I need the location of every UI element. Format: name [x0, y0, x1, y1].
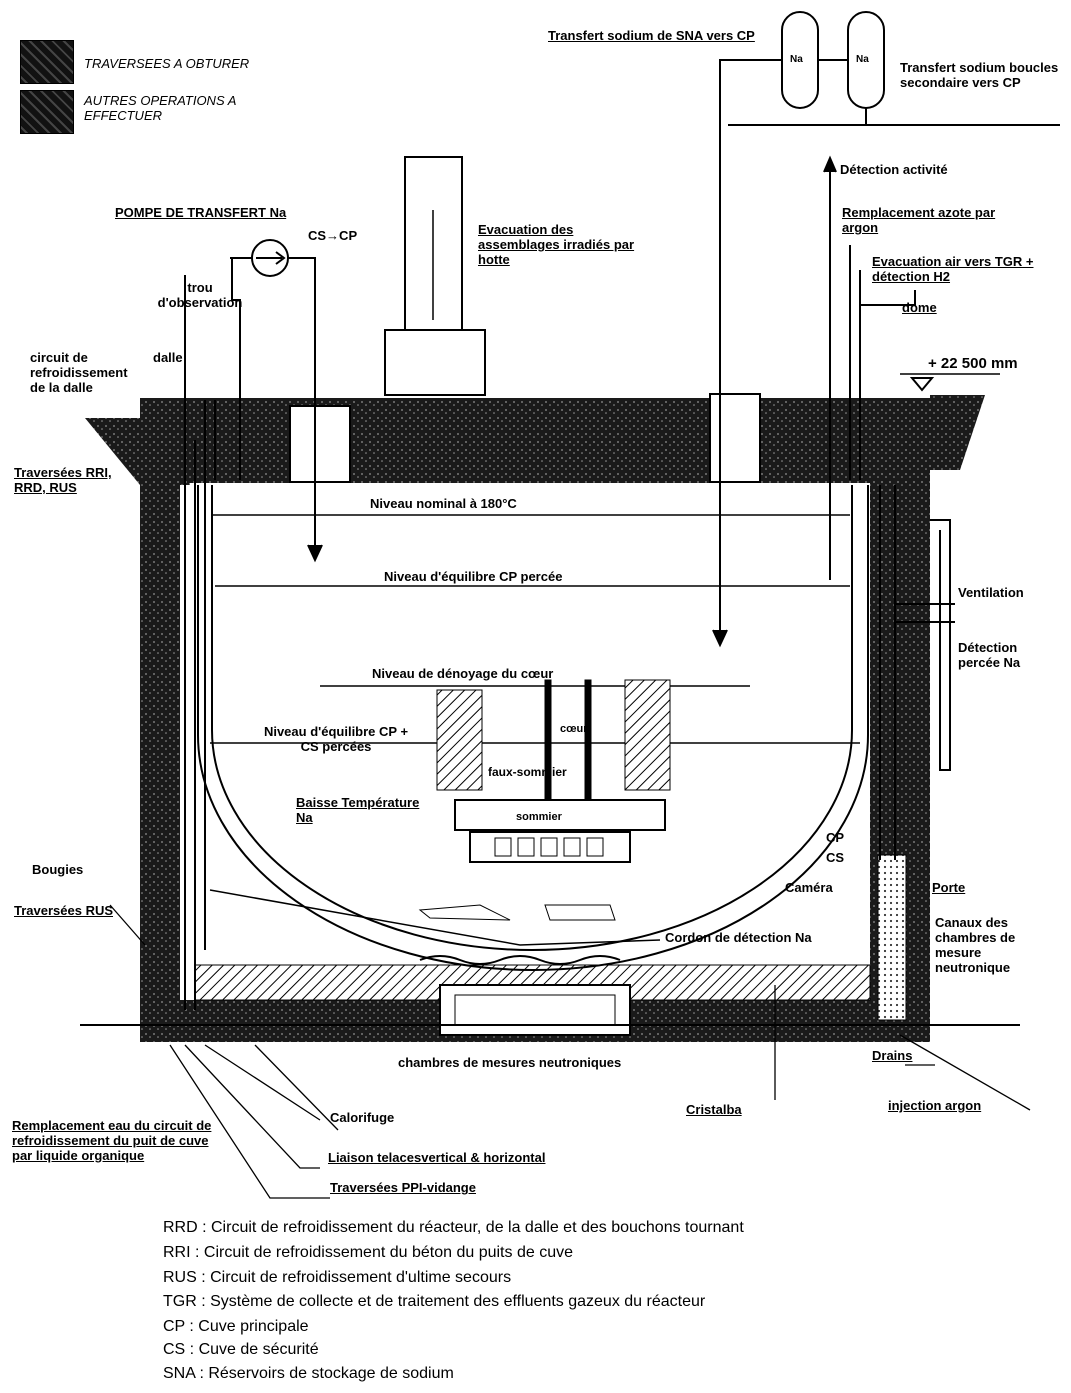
label-traversees-rus: Traversées RUS: [14, 903, 114, 918]
label-remplacement-eau: Remplacement eau du circuit de refroidis…: [12, 1118, 212, 1163]
label-camera: Caméra: [785, 880, 833, 895]
label-cristalba: Cristalba: [686, 1102, 742, 1117]
label-baisse-temp: Baisse Température Na: [296, 795, 420, 825]
detection-cord: [419, 955, 621, 965]
abbr-sna: SNA : Réservoirs de stockage de sodium: [163, 1365, 454, 1382]
label-liaison: Liaison telacesvertical & horizontal: [328, 1150, 546, 1165]
label-faux-sommier: faux-sommier: [488, 765, 567, 779]
cord-arrow: [209, 889, 661, 946]
label-sommier: sommier: [516, 811, 562, 823]
label-remplacement-azote: Remplacement azote par argon: [842, 205, 996, 235]
label-canaux: Canaux des chambres de mesure neutroniqu…: [935, 915, 1016, 975]
legend-traversees: TRAVERSEES A OBTURER: [84, 56, 250, 71]
label-detection-activite: Détection activité: [840, 162, 948, 177]
abbr-rrd: RRD : Circuit de refroidissement du réac…: [163, 1219, 744, 1236]
leader-lines: [109, 904, 1031, 1199]
left-pipes: [184, 275, 216, 1010]
legend-swatch-traversees: [20, 40, 74, 84]
abbr-cs: CS : Cuve de sécurité: [163, 1341, 319, 1358]
label-coeur: cœur: [560, 723, 588, 735]
label-drains: Drains: [872, 1048, 913, 1063]
label-niveau-denoyage: Niveau de dénoyage du cœur: [372, 666, 554, 681]
label-evacuation-air: Evacuation air vers TGR + détection H2: [872, 254, 1034, 284]
label-niveau-equilibre-cp: Niveau d'équilibre CP percée: [384, 569, 563, 584]
abbr-rri: RRI : Circuit de refroidissement du béto…: [163, 1244, 573, 1261]
label-traversees-rri: Traversées RRI, RRD, RUS: [14, 465, 112, 495]
abbr-tgr: TGR : Système de collecte et de traiteme…: [163, 1293, 706, 1310]
transfer-pump: [230, 239, 323, 563]
label-ventilation: Ventilation: [958, 585, 1024, 600]
abbr-rus: RUS : Circuit de refroidissement d'ultim…: [163, 1269, 512, 1286]
legend-operations: AUTRES OPERATIONS A EFFECTUER: [84, 93, 236, 123]
abbr-cp: CP : Cuve principale: [163, 1318, 309, 1335]
label-calorifuge: Calorifuge: [330, 1110, 395, 1125]
label-cp: CP: [826, 830, 845, 845]
legend-swatch-operations: [20, 90, 74, 134]
label-cs-cp: CS→CP: [308, 228, 358, 243]
vessels: [197, 485, 869, 971]
core: [418, 679, 671, 921]
label-na-2: Na: [856, 54, 869, 65]
label-porte: Porte: [932, 880, 966, 895]
label-circuit-dalle: circuit de refroidissement de la dalle: [30, 350, 128, 395]
label-pompe: POMPE DE TRANSFERT Na: [115, 205, 287, 220]
label-cordon: Cordon de détection Na: [665, 930, 812, 945]
label-niveau-nominal: Niveau nominal à 180°C: [370, 496, 517, 511]
label-na-1: Na: [790, 54, 803, 65]
elevation-marker: [909, 377, 935, 392]
sna-tanks: [712, 11, 1060, 648]
label-chambres: chambres de mesures neutroniques: [398, 1055, 622, 1070]
label-transfert-boucles: Transfert sodium boucles secondaire vers…: [900, 60, 1059, 90]
label-dome: dome: [902, 300, 937, 315]
label-injection-argon: injection argon: [888, 1098, 982, 1113]
label-evacuation-assemblages: Evacuation des assemblages irradiés par …: [478, 222, 635, 267]
right-pipes: [823, 155, 955, 860]
label-bougies: Bougies: [32, 862, 84, 877]
transfer-hood: [384, 156, 486, 396]
label-trou-observation: trou d'observation: [157, 280, 243, 310]
label-niveau-equilibre-cpcs: Niveau d'équilibre CP + CS percées: [263, 724, 409, 754]
label-traversees-ppi: Traversées PPI-vidange: [330, 1180, 476, 1195]
label-transfert-sna: Transfert sodium de SNA vers CP: [548, 28, 755, 43]
label-cs: CS: [826, 850, 845, 865]
top-slab: [85, 393, 985, 485]
label-cote: + 22 500 mm: [928, 355, 1018, 372]
label-detection-percee: Détection percée Na: [958, 640, 1021, 670]
label-dalle: dalle: [153, 350, 183, 365]
levels: [210, 514, 860, 744]
